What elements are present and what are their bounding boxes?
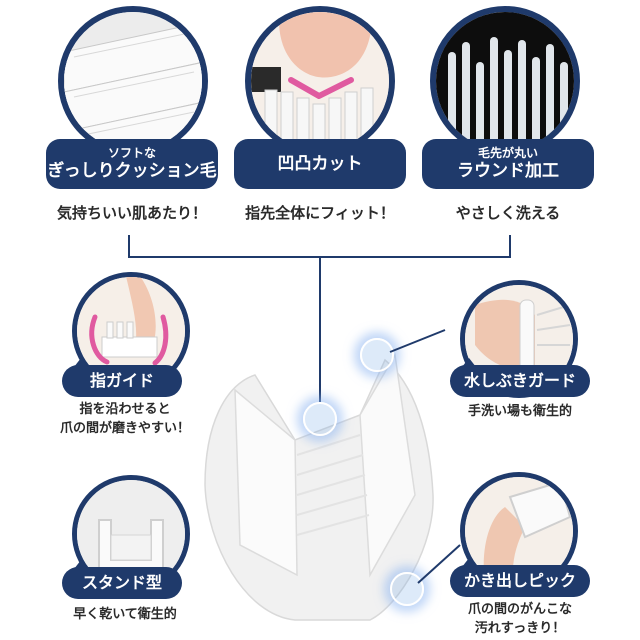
feature-pill-stand: スタンド型: [62, 560, 182, 599]
label-small: 毛先が丸い: [477, 146, 538, 160]
feature-desc-stand: 早く乾いて衛生的: [73, 607, 177, 622]
v-cut-icon: [245, 6, 395, 156]
highlight-marker: [303, 402, 337, 436]
highlight-marker: [390, 572, 424, 606]
highlight-marker: [360, 338, 394, 372]
feature-label-round: 毛先が丸い ラウンド加工: [422, 139, 594, 189]
feature-label-vcut: 凹凸カット: [234, 139, 406, 189]
label-big: ラウンド加工: [457, 161, 559, 181]
feature-pill-splash-guard: 水しぶきガード: [450, 358, 590, 397]
label-small: ソフトな: [107, 146, 156, 160]
bristle-closeup-icon: [58, 6, 208, 156]
feature-desc-splash-guard: 手洗い場も衛生的: [467, 404, 572, 419]
connector-line: [319, 256, 321, 402]
connector-line: [128, 235, 130, 257]
feature-desc-finger-guide: 指を沿わせると 爪の間が磨きやすい！: [30, 400, 220, 438]
feature-desc-cushion: 気持ちいい肌あたり！: [56, 204, 207, 222]
round-tip-icon: [430, 6, 580, 156]
label-big: 凹凸カット: [277, 153, 363, 174]
connector-line: [509, 235, 511, 257]
brush-product: [204, 352, 434, 621]
feature-label-cushion: ソフトな ぎっしりクッション毛: [46, 139, 218, 189]
feature-desc-round: やさしく洗える: [455, 204, 561, 222]
desc-line: 指を沿わせると: [79, 402, 171, 417]
desc-line: 汚れすっきり！: [474, 621, 566, 636]
feature-pill-pick: かき出しピック: [450, 558, 590, 597]
feature-desc-vcut: 指先全体にフィット！: [245, 204, 395, 222]
label-big: ぎっしりクッション毛: [47, 161, 217, 181]
desc-line: 爪の間が磨きやすい！: [59, 421, 190, 436]
feature-desc-pick: 爪の間のがんこな 汚れすっきり！: [430, 600, 610, 638]
feature-pill-finger-guide: 指ガイド: [62, 358, 182, 397]
desc-line: 爪の間のがんこな: [467, 602, 572, 617]
